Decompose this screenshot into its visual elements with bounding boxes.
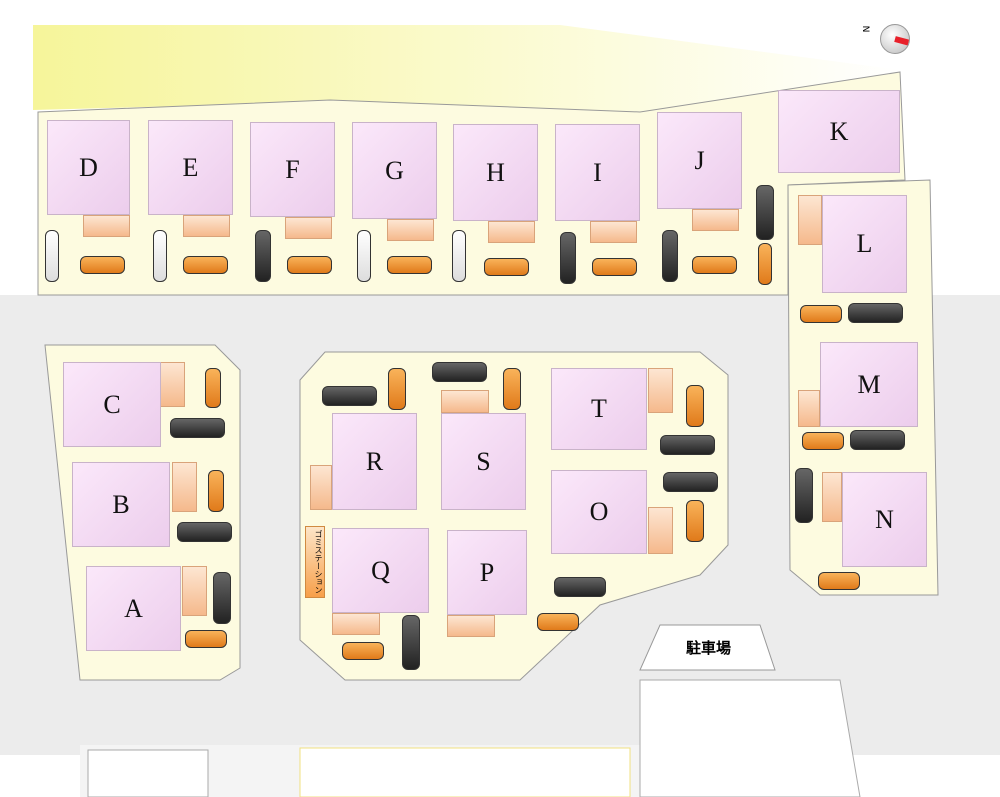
lot-m[interactable]: M <box>820 342 918 427</box>
lot-a[interactable]: A <box>86 566 181 651</box>
lot-k[interactable]: K <box>778 90 900 173</box>
car-icon <box>758 243 772 285</box>
car-icon <box>80 256 125 274</box>
car-icon <box>503 368 521 410</box>
lot-n[interactable]: N <box>842 472 927 567</box>
car-icon <box>255 230 271 282</box>
car-icon <box>848 303 903 323</box>
car-icon <box>686 385 704 427</box>
car-icon <box>554 577 606 597</box>
car-icon <box>185 630 227 648</box>
car-icon <box>177 522 232 542</box>
car-icon <box>387 256 432 274</box>
porch <box>285 217 332 239</box>
garbage-station: ゴミステーション <box>305 526 325 598</box>
car-icon <box>592 258 637 276</box>
car-icon <box>692 256 737 274</box>
lot-b[interactable]: B <box>72 462 170 547</box>
lot-g[interactable]: G <box>352 122 437 219</box>
lot-h[interactable]: H <box>453 124 538 221</box>
porch <box>822 472 842 522</box>
adjacent-land-north <box>33 25 900 112</box>
car-icon <box>756 185 774 240</box>
car-icon <box>153 230 167 282</box>
porch <box>387 219 434 241</box>
porch <box>160 362 185 407</box>
car-icon <box>287 256 332 274</box>
porch <box>798 195 822 245</box>
car-icon <box>537 613 579 631</box>
porch <box>798 390 820 427</box>
car-icon <box>484 258 529 276</box>
parking-label: 駐車場 <box>686 639 732 657</box>
south-west-building <box>87 749 209 797</box>
car-icon <box>45 230 59 282</box>
car-icon <box>662 230 678 282</box>
car-icon <box>432 362 487 382</box>
car-icon <box>208 470 224 512</box>
car-icon <box>213 572 231 624</box>
car-icon <box>686 500 704 542</box>
porch <box>332 613 380 635</box>
car-icon <box>795 468 813 523</box>
porch <box>182 566 207 616</box>
car-icon <box>660 435 715 455</box>
porch <box>447 615 495 637</box>
porch <box>172 462 197 512</box>
car-icon <box>205 368 221 408</box>
porch <box>488 221 535 243</box>
lot-s[interactable]: S <box>441 413 526 510</box>
car-icon <box>800 305 842 323</box>
car-icon <box>388 368 406 410</box>
porch <box>590 221 637 243</box>
lot-j[interactable]: J <box>657 112 742 209</box>
lot-r[interactable]: R <box>332 413 417 510</box>
car-icon <box>357 230 371 282</box>
lot-i[interactable]: I <box>555 124 640 221</box>
porch <box>83 215 130 237</box>
lot-t[interactable]: T <box>551 368 647 450</box>
car-icon <box>170 418 225 438</box>
car-icon <box>802 432 844 450</box>
compass-north-label: N <box>862 25 873 33</box>
car-icon <box>402 615 420 670</box>
lot-o[interactable]: O <box>551 470 647 554</box>
compass-icon <box>880 24 910 54</box>
car-icon <box>560 232 576 284</box>
parking-lot <box>639 624 776 671</box>
porch <box>648 507 673 554</box>
car-icon <box>850 430 905 450</box>
car-icon <box>342 642 384 660</box>
south-east-building <box>639 679 861 797</box>
lot-e[interactable]: E <box>148 120 233 215</box>
lot-f[interactable]: F <box>250 122 335 217</box>
south-building <box>299 747 631 797</box>
lot-p[interactable]: P <box>447 530 527 615</box>
lot-d[interactable]: D <box>47 120 130 215</box>
car-icon <box>452 230 466 282</box>
porch <box>692 209 739 231</box>
lot-q[interactable]: Q <box>332 528 429 613</box>
car-icon <box>183 256 228 274</box>
lot-l[interactable]: L <box>822 195 907 293</box>
car-icon <box>322 386 377 406</box>
porch <box>310 465 332 510</box>
porch <box>441 390 489 413</box>
porch <box>648 368 673 413</box>
car-icon <box>818 572 860 590</box>
lot-c[interactable]: C <box>63 362 161 447</box>
porch <box>183 215 230 237</box>
car-icon <box>663 472 718 492</box>
